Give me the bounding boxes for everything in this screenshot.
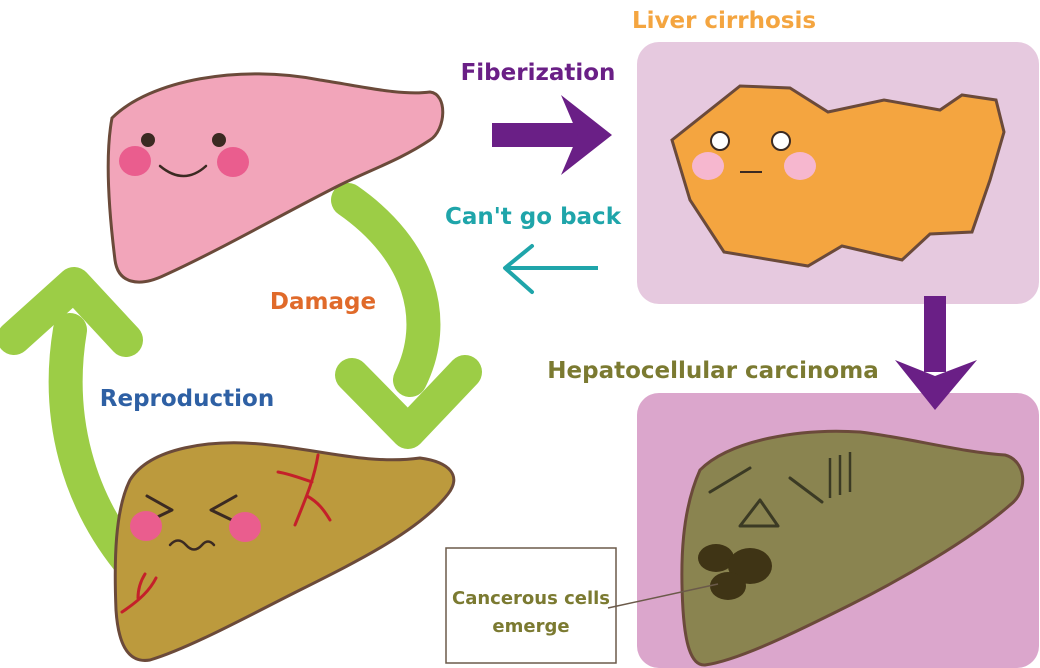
- progression-down-arrow: [895, 296, 977, 410]
- fiberization-arrow: [492, 95, 612, 175]
- tumor-icon: [698, 544, 772, 600]
- damage-arrow: [331, 183, 482, 449]
- callout-line-2: emerge: [492, 616, 569, 637]
- cancerous-liver-icon: [680, 429, 1025, 667]
- cancerous-cells-callout: Cancerous cells emerge: [445, 547, 719, 664]
- reproduction-arrow: [0, 267, 145, 577]
- smiling-liver-icon: [106, 72, 445, 284]
- reproduction-label: Reproduction: [100, 386, 274, 412]
- cant-go-back-arrow: [503, 244, 598, 294]
- carcinoma-title: Hepatocellular carcinoma: [547, 358, 878, 384]
- fiberization-label: Fiberization: [461, 60, 616, 86]
- cant-go-back-label: Can't go back: [445, 204, 622, 230]
- cirrhosis-title: Liver cirrhosis: [632, 8, 816, 34]
- callout-line-1: Cancerous cells: [452, 588, 610, 609]
- pained-liver-icon: [113, 441, 456, 662]
- hardened-liver-icon: [670, 84, 1006, 268]
- damage-label: Damage: [270, 289, 376, 315]
